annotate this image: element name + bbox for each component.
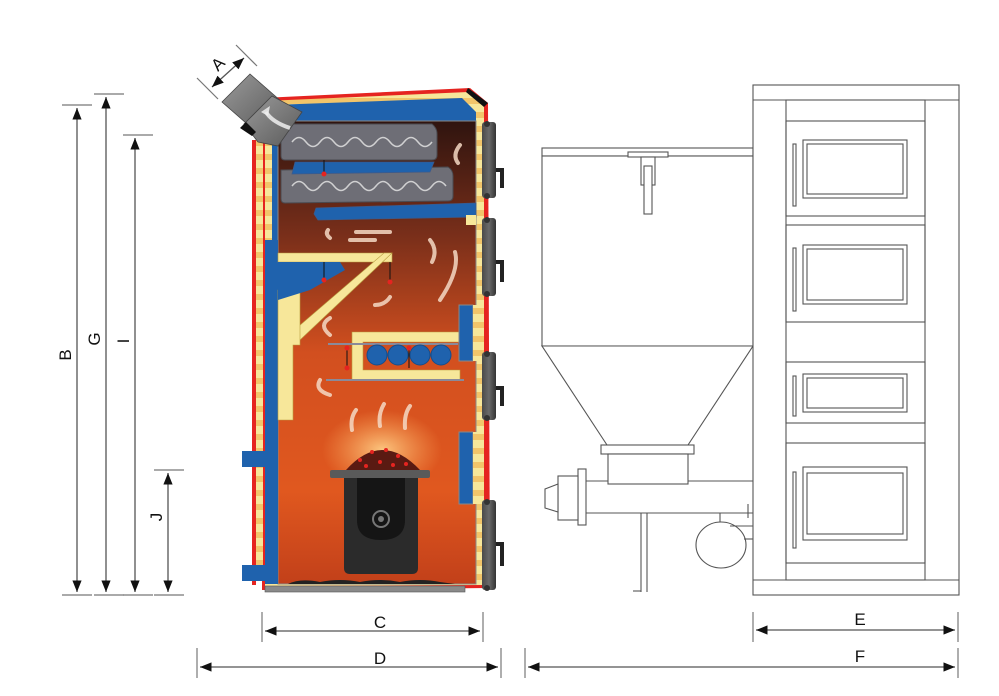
dim-label-E: E xyxy=(854,610,865,629)
dimension-G: G xyxy=(85,93,124,596)
boiler-doors xyxy=(482,121,504,591)
door-2 xyxy=(482,217,504,297)
dim-label-J: J xyxy=(147,513,166,522)
return-connector xyxy=(242,451,270,467)
drain-connector xyxy=(242,565,270,581)
dimension-C: C xyxy=(261,612,484,642)
pellet-hopper xyxy=(540,147,755,485)
dimension-F: F xyxy=(524,647,959,678)
dimension-D: D xyxy=(196,648,502,678)
burner-pot xyxy=(330,448,430,574)
deflector-baffle xyxy=(277,252,393,421)
flow-arrows xyxy=(316,143,462,432)
boiler-side-view xyxy=(752,84,960,596)
water-tubes xyxy=(326,331,464,381)
dim-label-I: I xyxy=(114,339,133,344)
flue-pipe xyxy=(221,73,303,147)
dimension-E: E xyxy=(752,610,959,642)
dim-label-A: A xyxy=(207,53,229,75)
dim-label-B: B xyxy=(56,349,75,360)
feeder-auger xyxy=(544,468,753,592)
dim-label-F: F xyxy=(855,647,865,666)
dim-label-C: C xyxy=(374,613,386,632)
dimension-J: J xyxy=(147,469,184,596)
boiler-cross-section xyxy=(221,73,504,593)
feeder-motor xyxy=(695,513,753,569)
heat-exchanger xyxy=(280,123,477,221)
door-4 xyxy=(482,499,504,591)
door-1 xyxy=(482,121,504,199)
dimension-I: I xyxy=(114,134,153,596)
door-3 xyxy=(482,351,504,421)
dim-label-D: D xyxy=(374,649,386,668)
dim-label-G: G xyxy=(85,332,104,345)
dimension-B: B xyxy=(56,104,92,596)
ash-tray xyxy=(264,585,466,593)
